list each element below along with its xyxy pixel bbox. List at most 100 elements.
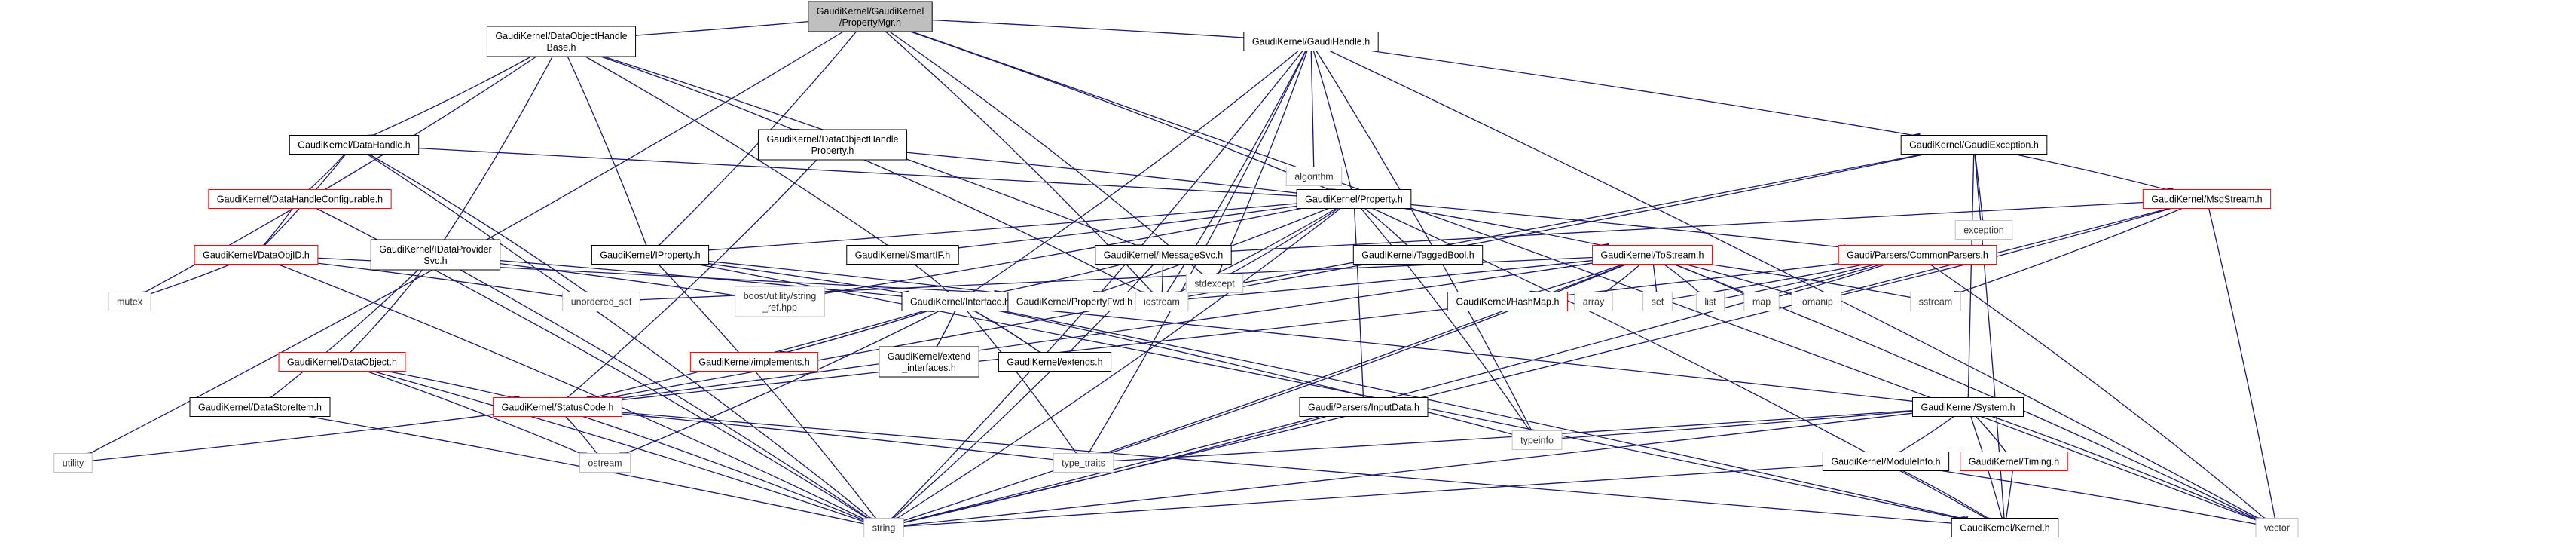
node-box: [1185, 274, 1244, 293]
node-hashmap[interactable]: GaudiKernel/HashMap.h: [1447, 292, 1568, 311]
edge-interface-to-typeinfo: [998, 310, 1512, 435]
node-dataobject[interactable]: GaudiKernel/DataObject.h: [278, 352, 406, 372]
edge-tostream-to-list: [1664, 263, 1699, 292]
edge-tostream-to-set: [1652, 264, 1656, 292]
edge-interface-to-typetraits: [967, 311, 1077, 454]
node-box: [591, 245, 710, 265]
edge-statuscode-to-utility: [92, 414, 494, 461]
node-gaudihandle[interactable]: GaudiKernel/GaudiHandle.h: [1243, 32, 1379, 51]
node-box: [1511, 430, 1563, 450]
node-extends[interactable]: GaudiKernel/extends.h: [998, 352, 1112, 372]
node-root[interactable]: GaudiKernel/GaudiKernel/PropertyMgr.h: [808, 1, 933, 32]
node-label: GaudiKernel/System.h: [1921, 403, 2015, 413]
node-label: unordered_set: [571, 297, 632, 308]
node-imsgsvc[interactable]: GaudiKernel/IMessageSvc.h: [1095, 245, 1232, 265]
node-inputdata[interactable]: Gaudi/Parsers/InputData.h: [1299, 397, 1429, 417]
edge-dohp-to-iostream: [863, 159, 1142, 292]
node-iomanip: iomanip: [1791, 292, 1842, 311]
node-datastoreitem[interactable]: GaudiKernel/DataStoreItem.h: [189, 397, 331, 417]
node-box: [1838, 245, 1997, 265]
edge-gaudihandle-to-property: [1312, 51, 1351, 190]
node-box: [846, 245, 959, 265]
edge-system-to-string: [903, 412, 1913, 525]
node-box: [1911, 397, 2024, 417]
node-label: GaudiKernel/DataObject.h: [287, 357, 397, 368]
node-iproperty[interactable]: GaudiKernel/IProperty.h: [591, 245, 710, 265]
node-moduleinfo[interactable]: GaudiKernel/ModuleInfo.h: [1822, 452, 1950, 471]
node-msgstream[interactable]: GaudiKernel/MsgStream.h: [2142, 189, 2272, 209]
edge-dohb-to-smartif: [585, 56, 888, 246]
node-typeinfo: typeinfo: [1511, 430, 1563, 450]
node-utility: utility: [53, 453, 93, 473]
node-property[interactable]: GaudiKernel/Property.h: [1296, 189, 1412, 209]
node-label: Base.h: [547, 42, 576, 53]
node-box: [1791, 292, 1842, 311]
node-box: [1743, 292, 1780, 311]
edge-datahandle-to-dhconf: [310, 154, 345, 190]
edge-tostream-to-iostream: [1188, 259, 1593, 299]
node-label: stdexcept: [1194, 279, 1235, 289]
edge-tostream-to-array: [1606, 264, 1641, 292]
node-box: [1095, 245, 1232, 265]
node-box: [2255, 518, 2299, 537]
node-label: GaudiKernel/Timing.h: [1969, 457, 2059, 467]
node-smartif[interactable]: GaudiKernel/SmartIF.h: [846, 245, 959, 265]
node-label: GaudiKernel/extend: [888, 351, 971, 362]
edge-property-to-smartif: [958, 205, 1297, 247]
node-datahandle[interactable]: GaudiKernel/DataHandle.h: [289, 135, 420, 155]
edge-msgstream-to-vector: [2208, 208, 2275, 519]
node-label: /PropertyMgr.h: [839, 17, 901, 28]
node-map: map: [1743, 292, 1780, 311]
edge-imsgsvc-to-iostream: [1162, 264, 1163, 292]
node-label: boost/utility/string: [744, 291, 817, 302]
node-box: [879, 346, 979, 378]
edge-datahandle-to-string: [366, 153, 870, 519]
node-box: [1642, 292, 1673, 311]
edge-root-to-gaudihandle: [932, 19, 1244, 38]
node-label: GaudiKernel/MsgStream.h: [2151, 194, 2262, 205]
edge-interface-to-system: [1017, 307, 1912, 401]
edge-root-to-property: [909, 31, 1329, 190]
node-list: list: [1695, 292, 1725, 311]
edge-interface-to-ostream: [626, 310, 940, 454]
edge-msgstream-to-iomanip: [1841, 207, 2171, 295]
node-tostream[interactable]: GaudiKernel/ToStream.h: [1592, 245, 1713, 265]
node-dhconf[interactable]: GaudiKernel/DataHandleConfigurable.h: [208, 189, 392, 209]
node-box: [194, 245, 319, 265]
edge-commonparsers-to-vector: [1930, 263, 2264, 519]
node-implements[interactable]: GaudiKernel/implements.h: [689, 352, 819, 372]
edge-interface-to-kernel: [1003, 310, 1961, 519]
node-dataobjid[interactable]: GaudiKernel/DataObjID.h: [194, 245, 319, 265]
node-propfwd[interactable]: GaudiKernel/PropertyFwd.h: [1007, 292, 1141, 311]
node-box: [278, 352, 406, 372]
edge-property-to-commonparsers: [1410, 204, 1838, 247]
node-ostream: ostream: [579, 453, 631, 473]
edge-gaudiexc-to-system: [1968, 154, 1975, 398]
node-statuscode[interactable]: GaudiKernel/StatusCode.h: [493, 397, 622, 417]
edge-dataobject-to-string: [372, 370, 864, 522]
node-commonparsers[interactable]: Gaudi/Parsers/CommonParsers.h: [1838, 245, 1997, 265]
node-kernel[interactable]: GaudiKernel/Kernel.h: [1951, 518, 2059, 537]
edge-dohb-to-iproperty: [567, 56, 646, 246]
node-gaudiexc[interactable]: GaudiKernel/GaudiException.h: [1900, 135, 2048, 155]
edge-idps-to-boostsr: [500, 262, 735, 295]
node-taggedbool[interactable]: GaudiKernel/TaggedBool.h: [1352, 245, 1484, 265]
node-label: GaudiKernel/ToStream.h: [1601, 250, 1704, 261]
edge-property-to-tostream: [1404, 207, 1602, 246]
node-interface[interactable]: GaudiKernel/Interface.h: [901, 292, 1019, 311]
node-system[interactable]: GaudiKernel/System.h: [1911, 397, 2024, 417]
node-extendif[interactable]: GaudiKernel/extend_interfaces.h: [879, 346, 979, 378]
node-label: GaudiKernel/DataHandleConfigurable.h: [217, 194, 383, 205]
node-box: [1954, 220, 2013, 240]
node-label: array: [1583, 297, 1605, 308]
edge-gaudiexc-to-msgstream: [2014, 153, 2167, 190]
node-box: [1352, 245, 1484, 265]
node-box: [998, 352, 1112, 372]
node-timing[interactable]: GaudiKernel/Timing.h: [1960, 452, 2068, 471]
node-string: string: [863, 518, 904, 537]
edge-moduleinfo-to-kernel: [1902, 470, 1988, 519]
